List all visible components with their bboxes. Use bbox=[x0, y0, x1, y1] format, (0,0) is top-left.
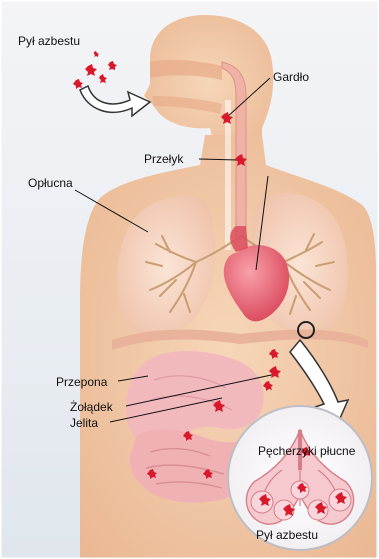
label-asbestos-dust-top: Pył azbestu bbox=[18, 34, 80, 48]
label-esophagus: Przełyk bbox=[144, 152, 183, 166]
label-diaphragm: Przepona bbox=[56, 375, 107, 389]
label-throat: Gardło bbox=[273, 70, 309, 84]
label-intestines: Jelita bbox=[70, 416, 98, 430]
label-alveoli: Pęcherzyki płucne bbox=[258, 444, 355, 458]
label-stomach: Żołądek bbox=[70, 400, 113, 414]
label-pleura: Opłucna bbox=[28, 176, 73, 190]
label-asbestos-dust-bottom: Pył azbestu bbox=[256, 528, 318, 542]
